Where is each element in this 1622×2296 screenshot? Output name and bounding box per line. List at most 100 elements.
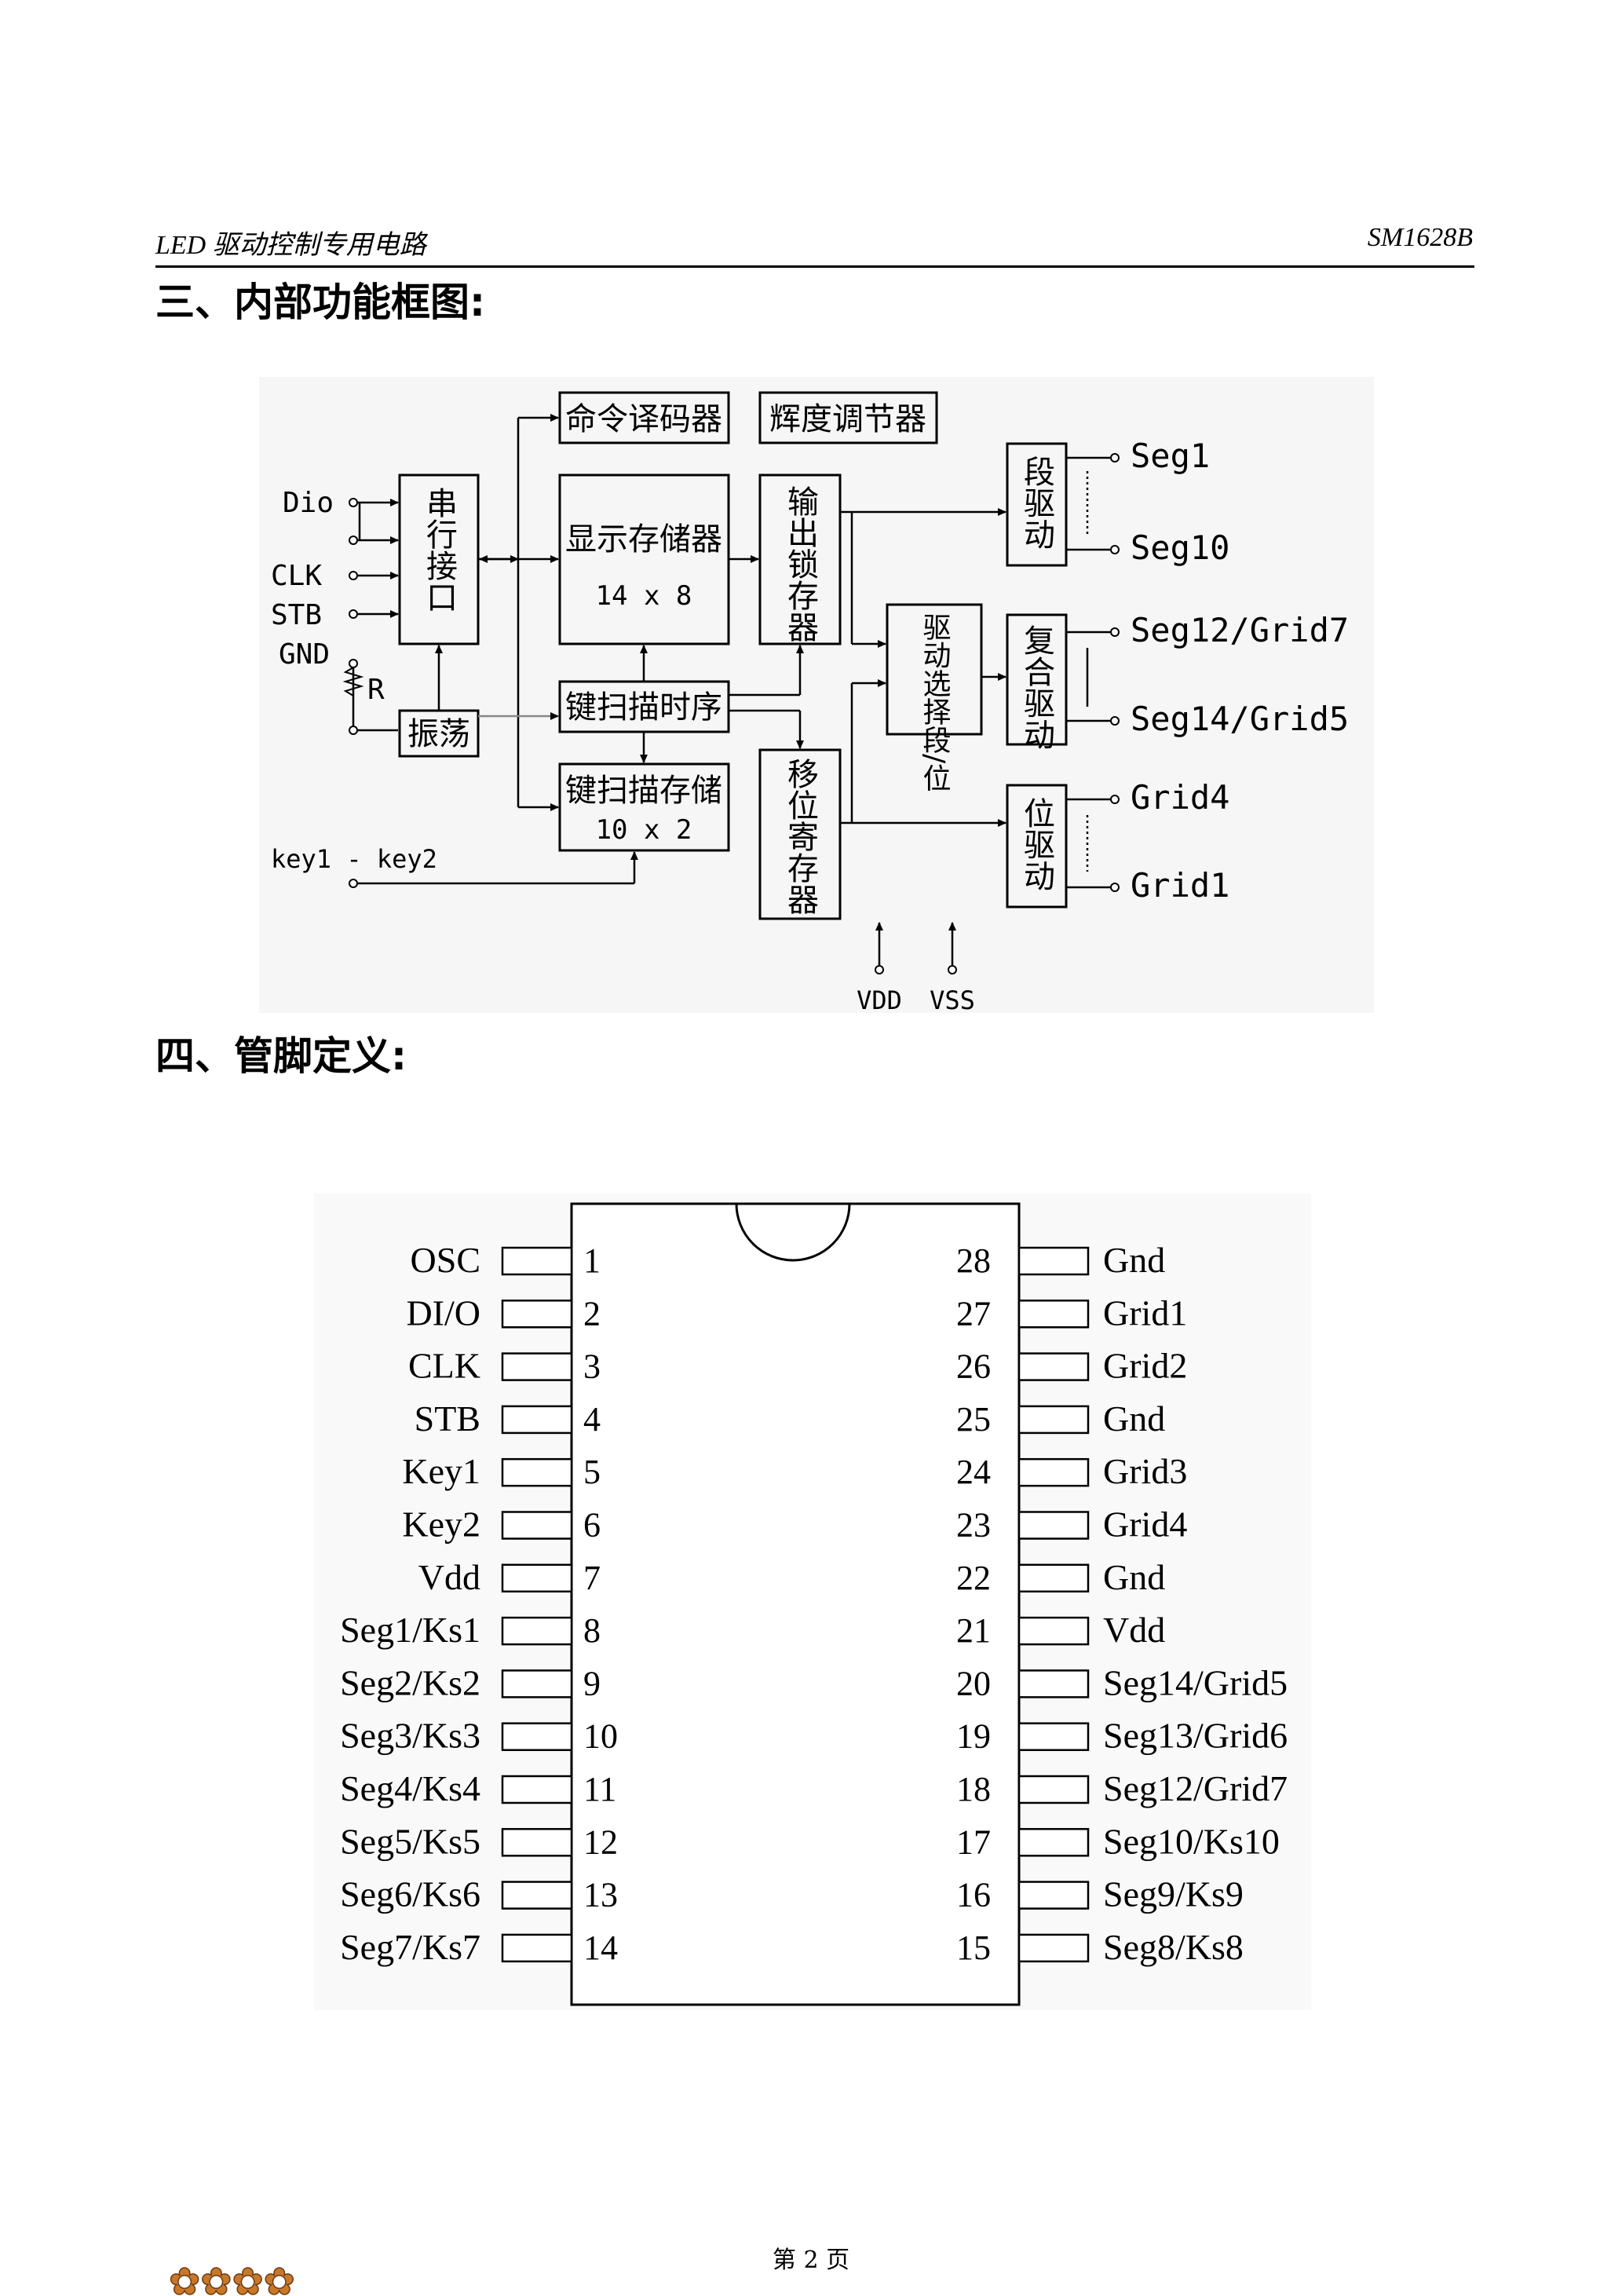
pin-number: 27	[956, 1294, 991, 1333]
pin-number: 21	[956, 1611, 991, 1650]
signal-grid4-label: Grid4	[1131, 778, 1229, 817]
pin-number: 24	[956, 1453, 991, 1491]
pin-lead	[1017, 1300, 1090, 1329]
pin-lead	[501, 1933, 573, 1963]
block-diagram-background	[259, 377, 1374, 1013]
pin-name: Seg6/Ks6	[340, 1874, 480, 1914]
grid-driver-block	[1006, 784, 1068, 909]
pin-name: Vdd	[418, 1557, 480, 1597]
pin-lead	[1017, 1669, 1090, 1698]
pin-name: Seg1/Ks1	[340, 1610, 480, 1650]
pin-number: 1	[583, 1241, 601, 1280]
pin-row: 24 Grid3	[956, 1451, 1187, 1491]
pin-name: Seg2/Ks2	[340, 1662, 480, 1702]
pin-name: Gnd	[1103, 1398, 1165, 1439]
display-memory-size: 14 x 8	[596, 580, 692, 612]
pin-name: Seg3/Ks3	[340, 1716, 480, 1756]
output-latch-label: 输出锁存器	[782, 485, 818, 642]
seg-driver-label: 段驱动	[1018, 455, 1054, 550]
oscillator-label: 振荡	[407, 716, 470, 752]
pin-lead	[1017, 1722, 1090, 1751]
key-scan-store-block	[558, 762, 730, 852]
pin-lead	[501, 1669, 573, 1698]
pin-lead	[501, 1511, 573, 1540]
signal-gnd-label: GND	[279, 638, 330, 671]
pin-name: Gnd	[1103, 1557, 1165, 1597]
key-scan-timing-label: 键扫描时序	[565, 689, 722, 726]
drive-select-block	[886, 603, 983, 736]
pin-number: 20	[956, 1664, 991, 1702]
pin-name: Key2	[402, 1504, 480, 1545]
pin-number: 5	[583, 1453, 601, 1491]
pin-name: OSC	[411, 1240, 480, 1280]
pin-number: 11	[583, 1770, 616, 1808]
resistor-symbol	[342, 667, 364, 696]
pin-name: DI/O	[406, 1292, 480, 1333]
header-title: LED 驱动控制专用电路	[155, 231, 426, 260]
pin-number: 3	[583, 1347, 601, 1386]
signal-grid1-label: Grid1	[1131, 866, 1229, 905]
pin-lead	[1017, 1775, 1090, 1804]
signal-r-label: R	[367, 674, 385, 706]
pin-number: 28	[956, 1241, 991, 1280]
pin-lead	[501, 1881, 573, 1910]
pin-name: Vdd	[1103, 1610, 1165, 1650]
serial-interface-label: 串行接口	[421, 487, 458, 612]
pin-lead	[1017, 1563, 1090, 1593]
signal-vdd-label: VDD	[857, 985, 902, 1015]
pin-row: 2 DI/O	[406, 1292, 601, 1333]
page-number: 第 2 页	[772, 2247, 850, 2274]
composite-driver-block	[1006, 613, 1068, 746]
pin-lead	[1017, 1616, 1090, 1646]
diagram-connections	[352, 414, 1111, 966]
signal-vss-label: VSS	[930, 985, 975, 1015]
pin-name: STB	[415, 1398, 480, 1439]
pin-number: 23	[956, 1506, 991, 1545]
pin-lead	[1017, 1457, 1090, 1487]
pin-lead	[501, 1457, 573, 1487]
pin-name: Grid1	[1103, 1292, 1187, 1333]
pin-row: 10 Seg3/Ks3	[340, 1716, 618, 1756]
pin-lead	[501, 1405, 573, 1435]
pin-name: Seg12/Grid7	[1103, 1768, 1288, 1808]
pin-lead	[1017, 1511, 1090, 1540]
pin-number: 2	[583, 1294, 601, 1333]
left-pins: 1OSC2DI/O3CLK4STB5Key16Key27Vdd8Seg1/Ks1…	[340, 1240, 618, 1967]
pin-lead	[1017, 1246, 1090, 1276]
pin-lead	[1017, 1828, 1090, 1857]
grid-driver-label: 位驱动	[1018, 797, 1054, 891]
section-block-diagram-title: 三、内部功能框图:	[155, 280, 485, 325]
pin-name: CLK	[408, 1346, 480, 1386]
seg-driver-block	[1006, 442, 1068, 567]
signal-stb-label: STB	[271, 599, 322, 631]
pin-name: Seg13/Grid6	[1103, 1716, 1288, 1756]
drive-select-label: 驱动选择段/位	[919, 612, 951, 792]
pin-number: 4	[583, 1400, 601, 1439]
pin-lead	[501, 1352, 573, 1381]
publisher-logo: ✿✿✿✿	[168, 2261, 295, 2296]
pin-number: 16	[956, 1876, 991, 1914]
pin-name: Grid3	[1103, 1451, 1187, 1491]
signal-dio-label: Dio	[283, 487, 334, 519]
pin-number: 15	[956, 1929, 991, 1967]
pin-name: Seg10/Ks10	[1103, 1821, 1280, 1861]
svg-text:✿✿✿✿: ✿✿✿✿	[169, 2261, 295, 2296]
display-memory-label: 显示存储器	[565, 521, 722, 558]
pin-row: 4 STB	[415, 1398, 601, 1439]
shift-register-label: 移位寄存器	[782, 758, 818, 915]
pin-number: 10	[583, 1717, 618, 1756]
key-scan-store-size: 10 x 2	[596, 814, 692, 846]
pin-lead	[501, 1722, 573, 1751]
